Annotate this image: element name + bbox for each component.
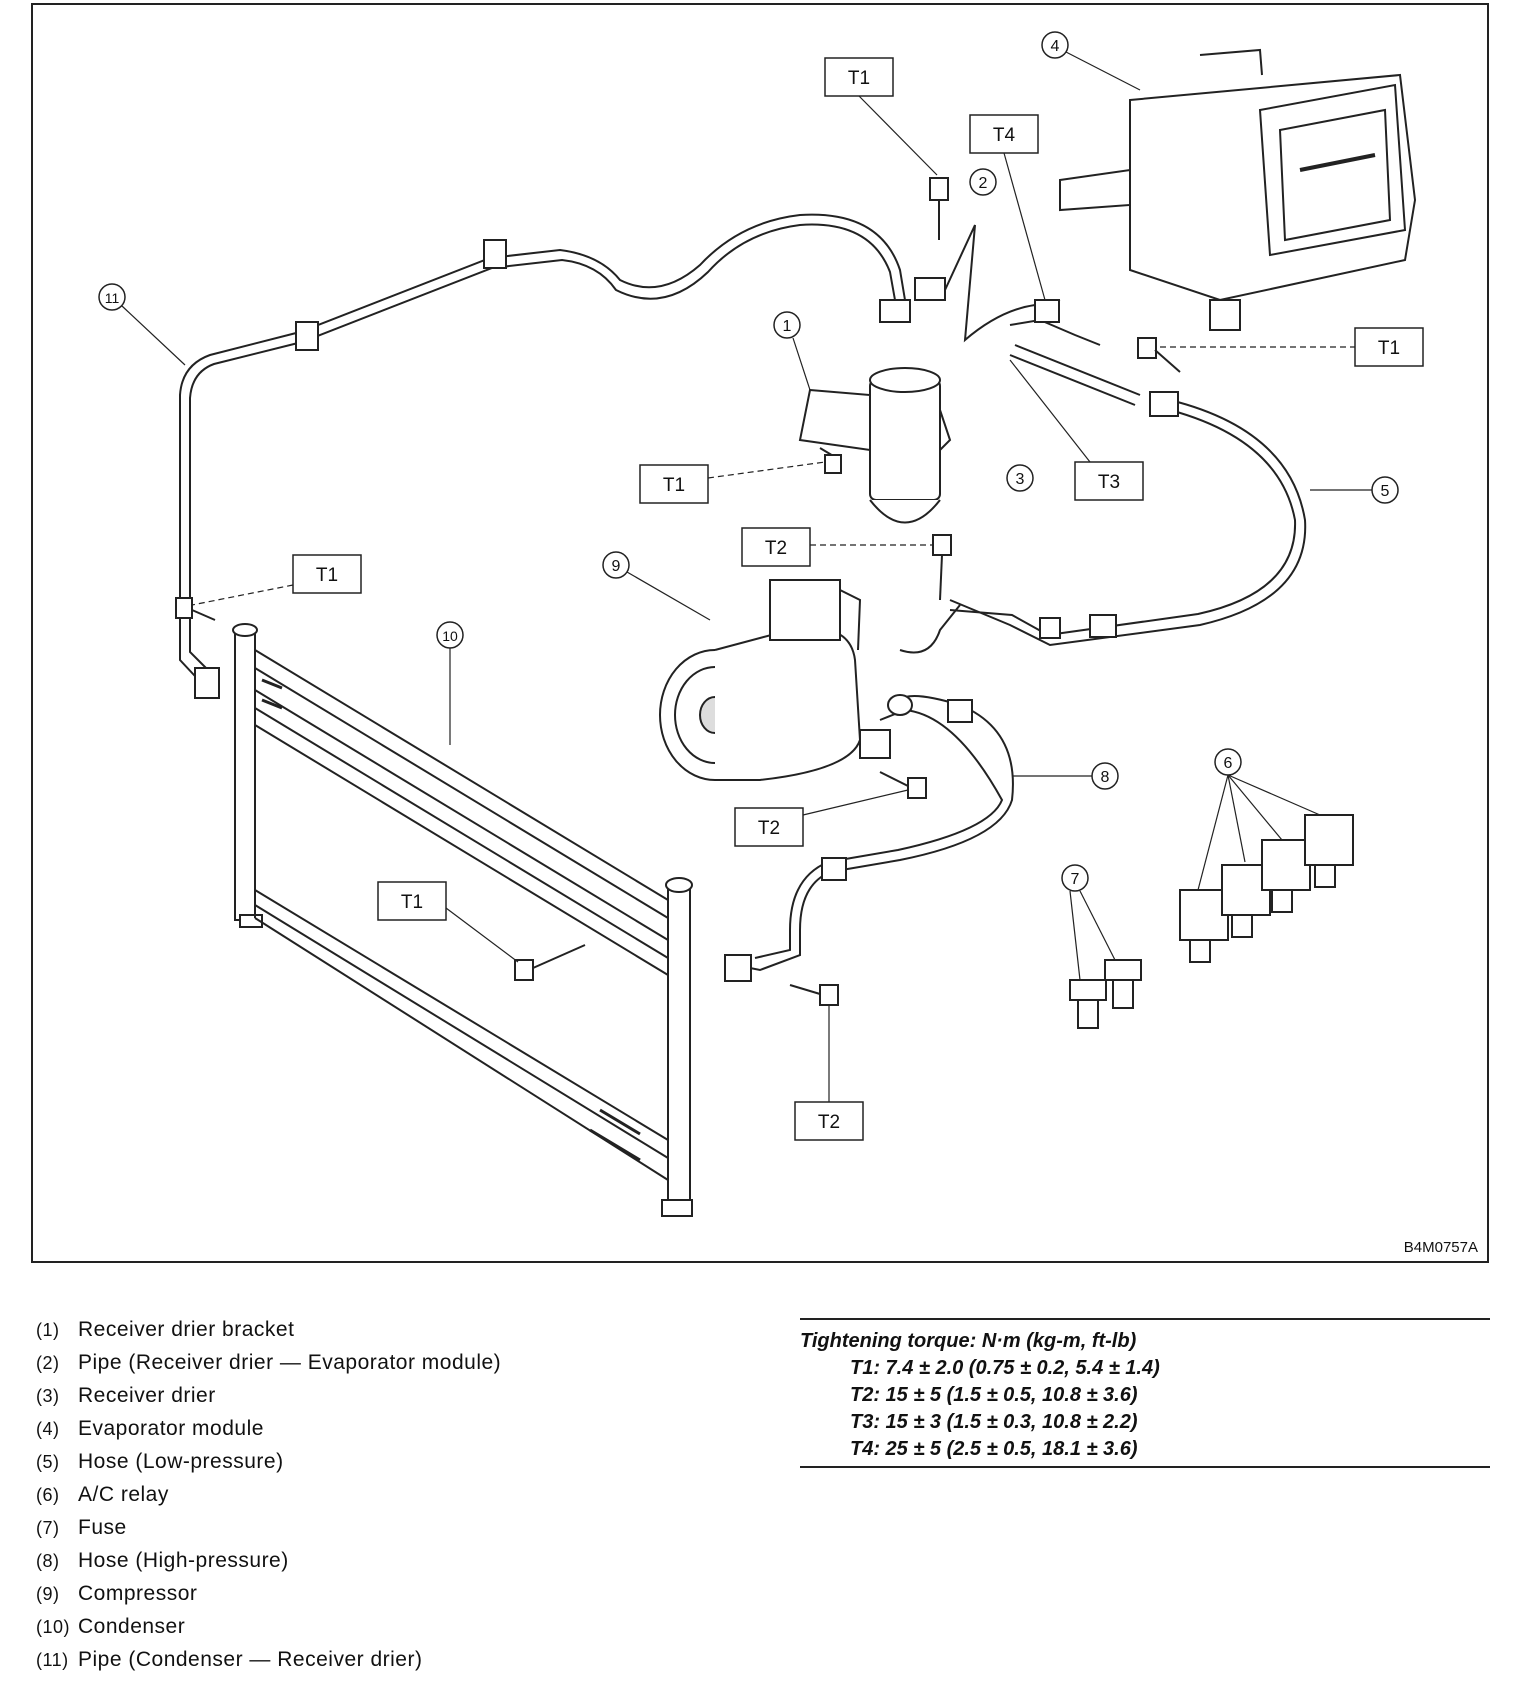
svg-text:7: 7 [1071, 871, 1080, 888]
torque-spec-table: Tightening torque: N·m (kg-m, ft-lb) T1:… [800, 1318, 1490, 1468]
callout-4: 4 [1041, 31, 1141, 91]
torque-row-t2: T2: 15 ± 5 (1.5 ± 0.5, 10.8 ± 3.6) [850, 1384, 1138, 1406]
svg-text:T1: T1 [663, 475, 685, 496]
svg-text:8: 8 [1101, 769, 1110, 786]
legend-item: (1) Receiver drier bracket [36, 1318, 756, 1351]
torque-label-t1-left: T1 [191, 554, 362, 606]
legend-label: Evaporator module [78, 1417, 264, 1440]
legend-label: Pipe (Receiver drier — Evaporator module… [78, 1351, 502, 1374]
svg-text:3: 3 [1016, 471, 1025, 488]
callout-9: 9 [602, 551, 711, 621]
legend-number: (3) [36, 1386, 60, 1406]
legend-number: (1) [36, 1320, 60, 1340]
svg-text:T1: T1 [848, 68, 870, 89]
legend-number: (5) [36, 1452, 60, 1472]
svg-text:T1: T1 [1378, 338, 1400, 359]
svg-text:11: 11 [105, 290, 120, 306]
callout-6: 6 [1197, 748, 1321, 891]
fuses [1069, 959, 1142, 1029]
torque-label-t2-compressor: T2 [734, 789, 909, 847]
svg-text:T4: T4 [993, 125, 1016, 146]
svg-text:T2: T2 [818, 1112, 840, 1133]
legend-number: (9) [36, 1584, 60, 1604]
svg-text:4: 4 [1051, 38, 1060, 55]
legend-label: Fuse [78, 1516, 127, 1539]
torque-label-t4: T4 [969, 114, 1046, 301]
legend-label: Hose (Low-pressure) [78, 1450, 284, 1473]
torque-label-t1-top: T1 [824, 57, 938, 176]
torque-row-t4: T4: 25 ± 5 (2.5 ± 0.5, 18.1 ± 3.6) [850, 1438, 1138, 1460]
legend-item: (4) Evaporator module [36, 1417, 756, 1450]
legend-number: (8) [36, 1551, 60, 1571]
torque-heading: Tightening torque: N·m (kg-m, ft-lb) [800, 1330, 1137, 1352]
svg-text:1: 1 [783, 318, 792, 335]
legend-item: (3) Receiver drier [36, 1384, 756, 1417]
legend-number: (7) [36, 1518, 60, 1538]
receiver-drier-bracket [798, 388, 952, 461]
torque-label-t1-right: T1 [1160, 327, 1424, 367]
legend-number: (6) [36, 1485, 60, 1505]
callout-11: 11 [98, 283, 186, 366]
torque-label-t1-drier: T1 [639, 461, 826, 504]
legend-label: A/C relay [78, 1483, 169, 1506]
pipe-condenser-receiver [179, 213, 906, 699]
svg-text:T1: T1 [401, 892, 423, 913]
callout-8: 8 [1012, 762, 1119, 790]
legend-label: Receiver drier bracket [78, 1318, 295, 1341]
svg-text:6: 6 [1224, 755, 1233, 772]
legend-item: (9) Compressor [36, 1582, 756, 1615]
torque-label-t2-top: T2 [741, 527, 933, 567]
torque-row-t1: T1: 7.4 ± 2.0 (0.75 ± 0.2, 5.4 ± 1.4) [850, 1357, 1160, 1379]
torque-label-t3: T3 [1009, 359, 1144, 501]
legend-item: (8) Hose (High-pressure) [36, 1549, 756, 1582]
condenser [232, 623, 693, 1217]
compressor [659, 579, 961, 781]
legend-number: (4) [36, 1419, 60, 1439]
legend-number: (11) [36, 1650, 69, 1670]
legend-item: (5) Hose (Low-pressure) [36, 1450, 756, 1483]
legend-number: (10) [36, 1617, 71, 1637]
callout-3: 3 [1006, 464, 1034, 492]
svg-text:9: 9 [612, 558, 621, 575]
torque-label-t1-bottom: T1 [377, 881, 519, 963]
pipe-receiver-evaporator [944, 224, 1101, 346]
hose-high-pressure [724, 694, 1014, 982]
diagram-frame [31, 3, 1489, 1263]
legend-item: (10) Condenser [36, 1615, 756, 1648]
legend-number: (2) [36, 1353, 60, 1373]
svg-text:T3: T3 [1098, 472, 1120, 493]
torque-label-t2-bottom: T2 [794, 1005, 864, 1141]
callout-7: 7 [1061, 864, 1116, 981]
legend-item: (11) Pipe (Condenser — Receiver drier) [36, 1648, 756, 1681]
callout-2: 2 [969, 168, 997, 196]
legend-label: Compressor [78, 1582, 198, 1605]
callout-1: 1 [773, 311, 811, 391]
callout-10: 10 [436, 621, 464, 745]
svg-text:T1: T1 [316, 565, 338, 586]
parts-legend: (1) Receiver drier bracket (2) Pipe (Recei… [36, 1318, 756, 1681]
receiver-drier [869, 277, 946, 524]
legend-item: (7) Fuse [36, 1516, 756, 1549]
ac-relays [1179, 814, 1354, 963]
hose-low-pressure [949, 344, 1307, 647]
legend-label: Condenser [78, 1615, 186, 1638]
evaporator-module [1059, 48, 1417, 331]
svg-text:10: 10 [442, 628, 458, 644]
ac-system-diagram: 1 2 3 4 5 6 7 8 9 [31, 3, 1489, 1263]
svg-text:2: 2 [979, 175, 988, 192]
legend-label: Pipe (Condenser — Receiver drier) [78, 1648, 423, 1671]
legend-label: Hose (High-pressure) [78, 1549, 289, 1572]
legend-label: Receiver drier [78, 1384, 216, 1407]
svg-text:5: 5 [1381, 483, 1390, 500]
legend-item: (6) A/C relay [36, 1483, 756, 1516]
svg-text:T2: T2 [758, 818, 780, 839]
torque-row-t3: T3: 15 ± 3 (1.5 ± 0.3, 10.8 ± 2.2) [850, 1411, 1138, 1433]
figure-code: B4M0757A [1404, 1239, 1478, 1256]
legend-item: (2) Pipe (Receiver drier — Evaporator mod… [36, 1351, 756, 1384]
svg-text:T2: T2 [765, 538, 787, 559]
callout-5: 5 [1310, 476, 1399, 504]
